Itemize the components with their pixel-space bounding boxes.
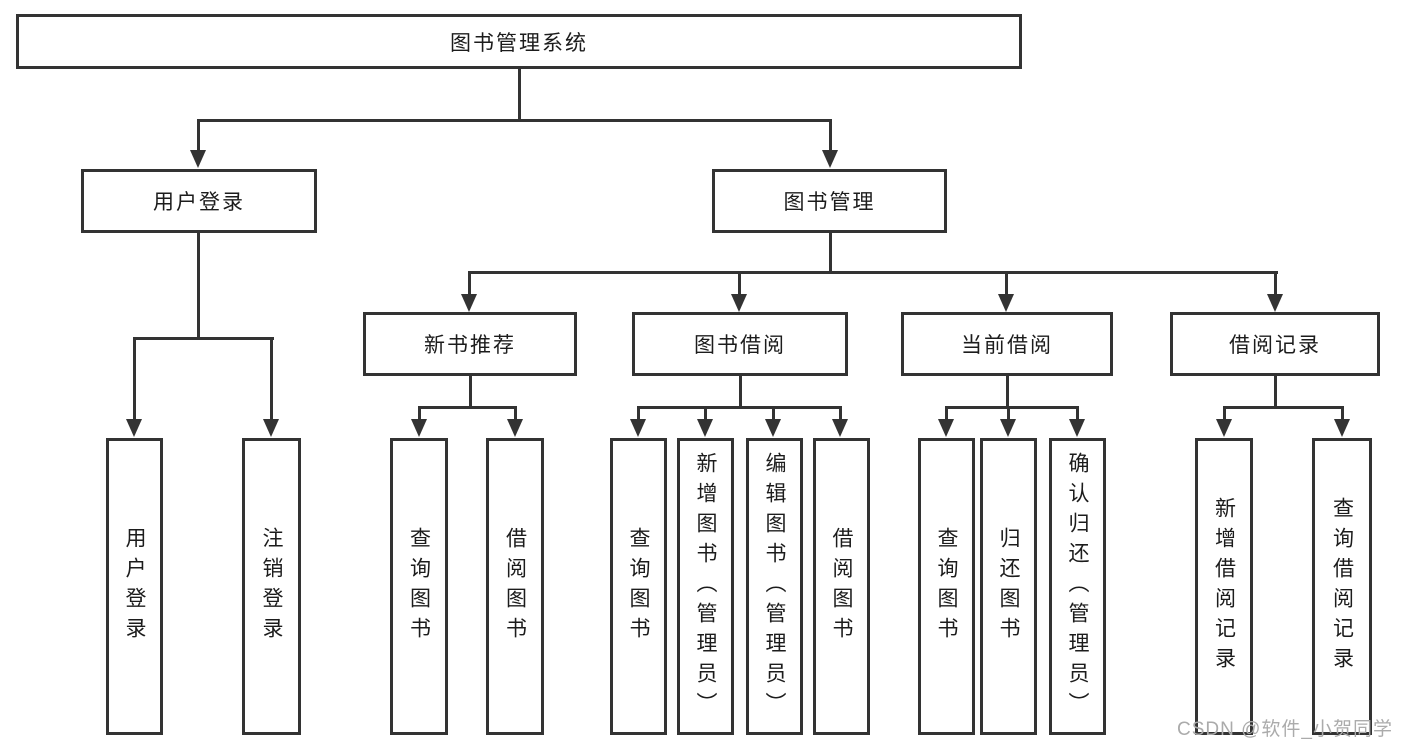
node-borrow-records-label: 借阅记录 [1229, 334, 1321, 357]
edge-drop-user-login [197, 119, 200, 153]
leaf-add-book-admin: 新增图书（管理员） [677, 438, 734, 735]
edge-stem [469, 376, 472, 409]
leaf-label: 新增图书（管理员） [694, 451, 717, 722]
edge-drop [133, 337, 136, 422]
leaf-label: 注销登录 [260, 526, 283, 647]
arrow-down-icon [263, 419, 279, 437]
edge-drop [1341, 406, 1344, 421]
edge-bar [637, 406, 842, 409]
arrow-down-icon [731, 294, 747, 312]
node-current-borrow-label: 当前借阅 [961, 334, 1053, 357]
edge-bar [133, 337, 274, 340]
edge-stem [829, 233, 832, 274]
arrow-down-icon [998, 294, 1014, 312]
csdn-watermark: CSDN @软件_小贺同学 [1177, 719, 1393, 740]
arrow-down-icon [190, 150, 206, 168]
arrow-down-icon [1216, 419, 1232, 437]
edge-drop [1274, 271, 1277, 297]
leaf-confirm-return-admin: 确认归还（管理员） [1049, 438, 1106, 735]
arrow-down-icon [765, 419, 781, 437]
edge-root-stem [518, 69, 521, 122]
leaf-label: 查询图书 [407, 526, 431, 647]
leaf-query-books-borrow: 查询图书 [610, 438, 667, 735]
arrow-down-icon [126, 419, 142, 437]
leaf-label: 确认归还（管理员） [1066, 451, 1089, 722]
edge-root-bar [197, 119, 832, 122]
leaf-label: 编辑图书（管理员） [763, 451, 786, 722]
leaf-query-books-current: 查询图书 [918, 438, 975, 735]
edge-drop [738, 271, 741, 297]
edge-drop [945, 406, 948, 421]
edge-stem [1006, 376, 1009, 409]
leaf-label: 借阅图书 [503, 526, 527, 647]
leaf-user-login: 用户登录 [106, 438, 163, 735]
arrow-down-icon [507, 419, 523, 437]
edge-drop [270, 337, 273, 422]
arrow-down-icon [938, 419, 954, 437]
leaf-query-books-recommend: 查询图书 [390, 438, 448, 735]
edge-drop [704, 406, 707, 421]
edge-bar [418, 406, 517, 409]
edge-bar [945, 406, 1079, 409]
node-borrow-records: 借阅记录 [1170, 312, 1380, 376]
edge-stem [739, 376, 742, 409]
node-root: 图书管理系统 [16, 14, 1022, 69]
node-root-label: 图书管理系统 [450, 31, 588, 55]
leaf-label: 新增借阅记录 [1212, 496, 1236, 677]
node-book-management-label: 图书管理 [783, 191, 876, 214]
edge-drop [1076, 406, 1079, 421]
arrow-down-icon [630, 419, 646, 437]
node-user-login-label: 用户登录 [153, 191, 245, 214]
arrow-down-icon [832, 419, 848, 437]
edge-drop [1005, 271, 1008, 297]
edge-drop [637, 406, 640, 421]
node-book-borrow: 图书借阅 [632, 312, 848, 376]
arrow-down-icon [1069, 419, 1085, 437]
arrow-down-icon [1334, 419, 1350, 437]
node-new-book-recommend-label: 新书推荐 [424, 334, 516, 357]
arrow-down-icon [1000, 419, 1016, 437]
leaf-label: 归还图书 [997, 526, 1020, 647]
node-new-book-recommend: 新书推荐 [363, 312, 577, 376]
leaf-query-borrow-record: 查询借阅记录 [1312, 438, 1372, 735]
edge-stem [197, 233, 200, 340]
arrow-down-icon [822, 150, 838, 168]
edge-stem [1274, 376, 1277, 409]
edge-drop [418, 406, 421, 421]
edge-drop [1223, 406, 1226, 421]
leaf-label: 查询图书 [627, 526, 650, 647]
edge-drop [468, 271, 471, 297]
leaf-edit-book-admin: 编辑图书（管理员） [746, 438, 803, 735]
arrow-down-icon [697, 419, 713, 437]
node-book-borrow-label: 图书借阅 [694, 334, 786, 357]
arrow-down-icon [461, 294, 477, 312]
leaf-label: 用户登录 [123, 526, 146, 647]
arrow-down-icon [411, 419, 427, 437]
edge-drop [1007, 406, 1010, 421]
edge-drop [514, 406, 517, 421]
node-current-borrow: 当前借阅 [901, 312, 1113, 376]
leaf-label: 借阅图书 [830, 526, 853, 647]
node-user-login: 用户登录 [81, 169, 317, 233]
leaf-borrow-books-recommend: 借阅图书 [486, 438, 544, 735]
leaf-add-borrow-record: 新增借阅记录 [1195, 438, 1253, 735]
leaf-borrow-books: 借阅图书 [813, 438, 870, 735]
leaf-logout: 注销登录 [242, 438, 301, 735]
edge-drop [772, 406, 775, 421]
arrow-down-icon [1267, 294, 1283, 312]
node-book-management: 图书管理 [712, 169, 947, 233]
edge-bar [468, 271, 1278, 274]
leaf-return-book: 归还图书 [980, 438, 1037, 735]
leaf-label: 查询借阅记录 [1330, 496, 1354, 677]
edge-bar [1223, 406, 1344, 409]
edge-drop [839, 406, 842, 421]
leaf-label: 查询图书 [935, 526, 958, 647]
edge-drop-book-management [829, 119, 832, 153]
